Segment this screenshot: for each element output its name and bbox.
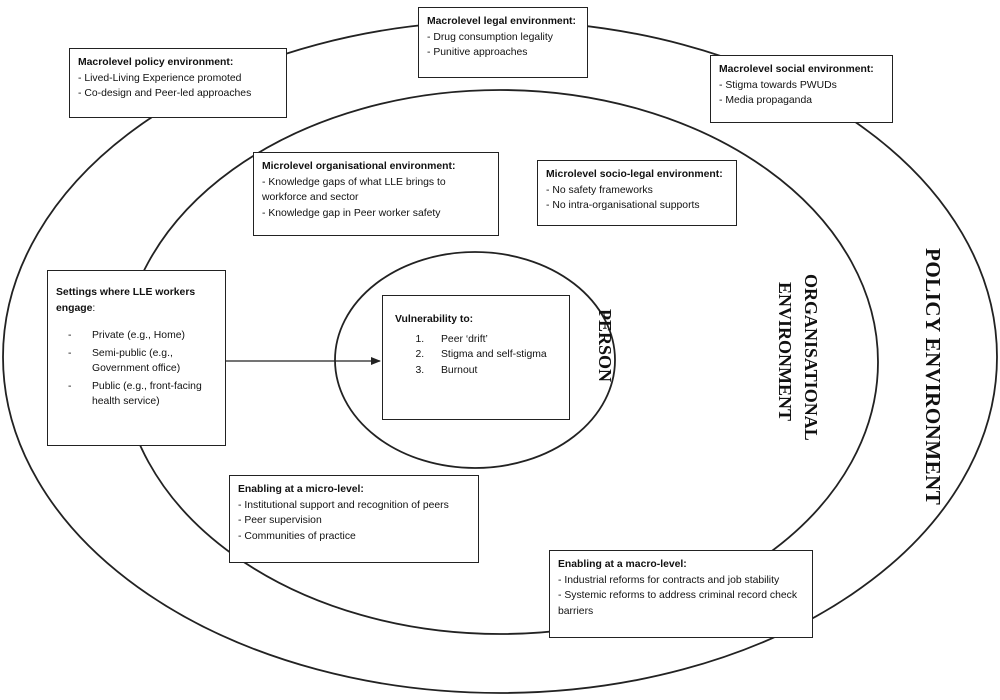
enabling-micro-title: Enabling at a micro-level: (238, 484, 364, 495)
micro-sociolegal-item: - No intra-organisational supports (546, 200, 700, 211)
micro-sociolegal-title: Microlevel socio-legal environment: (546, 169, 723, 180)
vulnerability-item: Peer ‘drift’ (427, 332, 561, 348)
macro-policy-box: Macrolevel policy environment: - Lived-L… (69, 48, 287, 118)
enabling-macro-box: Enabling at a macro-level: - Industrial … (549, 550, 813, 638)
micro-organisational-title: Microlevel organisational environment: (262, 161, 456, 172)
macro-social-item: - Stigma towards PWUDs (719, 79, 837, 91)
vulnerability-list: Peer ‘drift’ Stigma and self-stigma Burn… (395, 332, 561, 379)
policy-environment-label: POLICY ENVIRONMENT (921, 248, 945, 506)
macro-policy-item: - Lived-Living Experience promoted (78, 72, 242, 84)
settings-title: Settings where LLE workers engage: (56, 285, 217, 316)
vulnerability-item: Burnout (427, 363, 561, 379)
macro-legal-box: Macrolevel legal environment: - Drug con… (418, 7, 588, 78)
person-ring (334, 251, 616, 469)
vulnerability-item: Stigma and self-stigma (427, 347, 561, 363)
enabling-micro-box: Enabling at a micro-level: - Institution… (229, 475, 479, 563)
settings-list: Private (e.g., Home) Semi-public (e.g., … (56, 328, 217, 410)
settings-item: Public (e.g., front-facing health servic… (56, 379, 217, 410)
macro-social-item: - Media propaganda (719, 95, 813, 106)
vulnerability-title: Vulnerability to: (395, 314, 474, 325)
enabling-macro-item: - Industrial reforms for contracts and j… (558, 574, 780, 586)
enabling-micro-item: - Institutional support and recognition … (238, 499, 449, 511)
settings-item: Semi-public (e.g., Government office) (56, 346, 217, 377)
micro-organisational-item: - Knowledge gaps of what LLE brings to w… (262, 176, 446, 204)
enabling-micro-item: - Communities of practice (238, 530, 356, 542)
micro-organisational-item: - Knowledge gap in Peer worker safety (262, 207, 441, 219)
person-label: PERSON (595, 309, 615, 383)
micro-organisational-box: Microlevel organisational environment: -… (253, 152, 499, 236)
enabling-macro-title: Enabling at a macro-level: (558, 559, 687, 570)
settings-title-text: Settings where LLE workers engage (56, 287, 196, 314)
organisational-environment-label-line2: ENVIRONMENT (775, 282, 795, 422)
micro-sociolegal-item: - No safety frameworks (546, 184, 653, 196)
enabling-micro-item: - Peer supervision (238, 515, 322, 526)
macro-policy-title: Macrolevel policy environment: (78, 57, 234, 68)
settings-box: Settings where LLE workers engage: Priva… (47, 270, 226, 446)
organisational-environment-label-line1: ORGANISATIONAL (801, 274, 821, 441)
micro-sociolegal-box: Microlevel socio-legal environment: - No… (537, 160, 737, 226)
macro-policy-item: - Co-design and Peer-led approaches (78, 88, 252, 99)
macro-legal-item: - Punitive approaches (427, 47, 528, 58)
macro-social-title: Macrolevel social environment: (719, 64, 874, 75)
macro-legal-item: - Drug consumption legality (427, 31, 553, 43)
enabling-macro-item: - Systemic reforms to address criminal r… (558, 590, 798, 617)
settings-item: Private (e.g., Home) (56, 328, 217, 344)
settings-title-colon: : (92, 302, 96, 314)
macro-legal-title: Macrolevel legal environment: (427, 16, 576, 27)
macro-social-box: Macrolevel social environment: - Stigma … (710, 55, 893, 123)
vulnerability-box: Vulnerability to: Peer ‘drift’ Stigma an… (382, 295, 570, 420)
